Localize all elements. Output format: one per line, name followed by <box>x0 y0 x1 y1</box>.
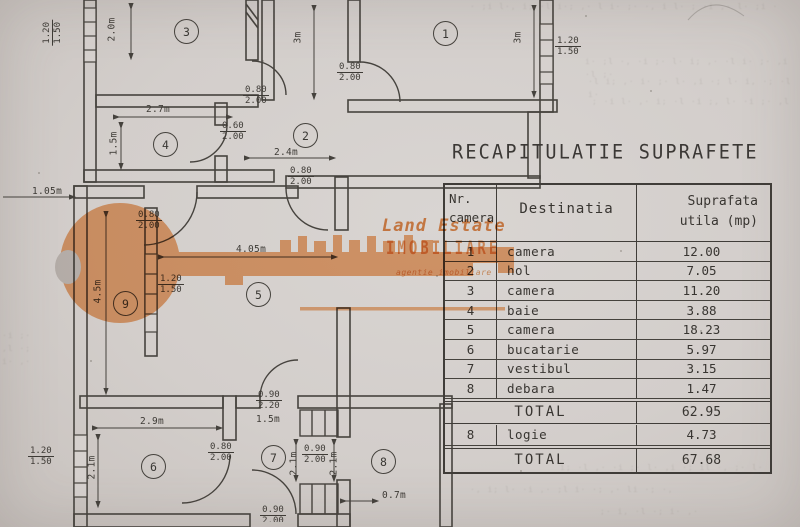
total-label: TOTAL <box>445 401 637 423</box>
table-title: RECAPITULATIE SUPRAFETE <box>452 141 759 164</box>
cell-destination: bucatarie <box>497 339 637 359</box>
cell-destination: camera <box>497 281 637 300</box>
dimension-label: 2.9m <box>140 416 165 427</box>
dimension-label: 2.0m <box>106 17 118 42</box>
dimension-label: 2.4m <box>274 147 299 158</box>
duct-symbol <box>299 409 339 515</box>
header-room-number: Nr. camera <box>445 185 497 241</box>
cell-room-number: 5 <box>445 320 497 339</box>
room-label-1: 1 <box>433 21 458 46</box>
cell-area: 5.97 <box>686 341 717 357</box>
grand-total-label: TOTAL <box>445 448 637 472</box>
dimension-label: 4.5m <box>92 279 104 304</box>
dimension-label: 1.5m <box>256 414 281 425</box>
table-row: 5 camera 18.23 <box>445 320 770 340</box>
room-label-9: 9 <box>113 291 138 316</box>
cell-destination: camera <box>497 242 637 261</box>
table-header: Nr. camera Destinatia Suprafata utila (m… <box>445 185 770 242</box>
dimension-label: 1.5m <box>108 131 120 156</box>
cell-area: 18.23 <box>682 322 721 338</box>
cell-destination: debara <box>497 379 637 398</box>
cell-destination: camera <box>497 320 637 339</box>
header-destination: Destinatia <box>497 185 637 241</box>
dimension-label: 2.1m <box>86 455 98 480</box>
room-label-7: 7 <box>261 445 286 470</box>
table-row: 8 debara 1.47 <box>445 379 770 399</box>
bleedthrough-text: ·, i; l· ·i ,· ;l i· ·; ,· li ·; ·, <box>470 485 674 494</box>
table-row: 2 hol 7.05 <box>445 261 770 282</box>
table-body: 1 camera 12.00 2 hol 7.05 3 camera 11.20… <box>445 242 770 399</box>
dimension-label: 0.7m <box>382 490 407 501</box>
table-row: 7 vestibul 3.15 <box>445 359 770 380</box>
cell-area: 12.00 <box>682 243 721 259</box>
cell-area: 3.88 <box>686 302 717 318</box>
cell-area: 4.73 <box>686 427 717 443</box>
cell-area: 3.15 <box>686 361 717 377</box>
table-row: 3 camera 11.20 <box>445 281 770 301</box>
grand-total-row: TOTAL 67.68 <box>445 447 770 472</box>
grand-total-value: 67.68 <box>681 452 722 468</box>
dimension-label: 2.1m <box>288 451 300 476</box>
room-label-6: 6 <box>141 454 166 479</box>
room-label-5: 5 <box>246 282 271 307</box>
bleedthrough-text: i· ;l ·, ·i ;· l· i; ,· ·l i· ;· ,i ·l ;… <box>585 57 789 79</box>
cell-room-number: 6 <box>445 339 497 359</box>
room-label-4: 4 <box>153 132 178 157</box>
table-row-logie: 8 logie 4.73 <box>445 424 770 446</box>
header-area: Suprafata utila (mp) <box>679 194 758 230</box>
cell-room-number: 8 <box>445 424 497 445</box>
bleedthrough-text: i; ·l ,· ·i ;· l· ,i ·; il ·, ;· l· <box>560 463 764 472</box>
cell-room-number: 4 <box>445 300 497 320</box>
bleedthrough-text: ; ·i l· ,· i; ·l ·i ;, l· ·i ;· ,l <box>592 97 790 106</box>
bleedthrough-text: ·i ;· ,l ·; i· ,· <box>2 331 32 366</box>
cell-room-number: 8 <box>445 379 497 398</box>
dimension-label: 3m <box>512 31 524 44</box>
cell-area: 11.20 <box>682 282 721 298</box>
cell-area: 7.05 <box>686 263 717 279</box>
paper-specks <box>585 15 587 17</box>
area-recap-table: Nr. camera Destinatia Suprafata utila (m… <box>443 183 772 474</box>
cell-destination: baie <box>497 300 637 320</box>
room-label-3: 3 <box>174 19 199 44</box>
cell-destination: hol <box>497 261 637 281</box>
table-row: 4 baie 3.88 <box>445 300 770 321</box>
cell-room-number: 7 <box>445 359 497 379</box>
total-row: TOTAL 62.95 <box>445 400 770 424</box>
bleedthrough-text: ;· i, ·l ·; i· ,· <box>600 507 699 516</box>
dimension-label: 4.05m <box>236 244 267 255</box>
dimension-label: 1.05m <box>32 186 63 197</box>
dimension-label: 3m <box>292 31 304 44</box>
cell-room-number: 3 <box>445 281 497 300</box>
dimension-label: 2.7m <box>146 104 171 115</box>
bleedthrough-text: · ;i l·, i; ·l i·; ,· l i· ;· ·, i l· ; … <box>470 2 779 11</box>
cell-destination: logie <box>497 424 637 445</box>
bleedthrough-text: ·l i; ,· i· ;· l· ,i ·; l· i, ·; ·l i· <box>588 77 792 99</box>
dimension-label: 2.1m <box>328 451 340 476</box>
cell-area: 1.47 <box>686 380 717 396</box>
room-label-2: 2 <box>293 123 318 148</box>
table-row: 1 camera 12.00 <box>445 242 770 262</box>
total-value: 62.95 <box>681 404 722 420</box>
cell-room-number: 2 <box>445 261 497 281</box>
room-label-8: 8 <box>371 449 396 474</box>
table-row: 6 bucatarie 5.97 <box>445 339 770 360</box>
cell-destination: vestibul <box>497 359 637 379</box>
cell-room-number: 1 <box>445 242 497 261</box>
